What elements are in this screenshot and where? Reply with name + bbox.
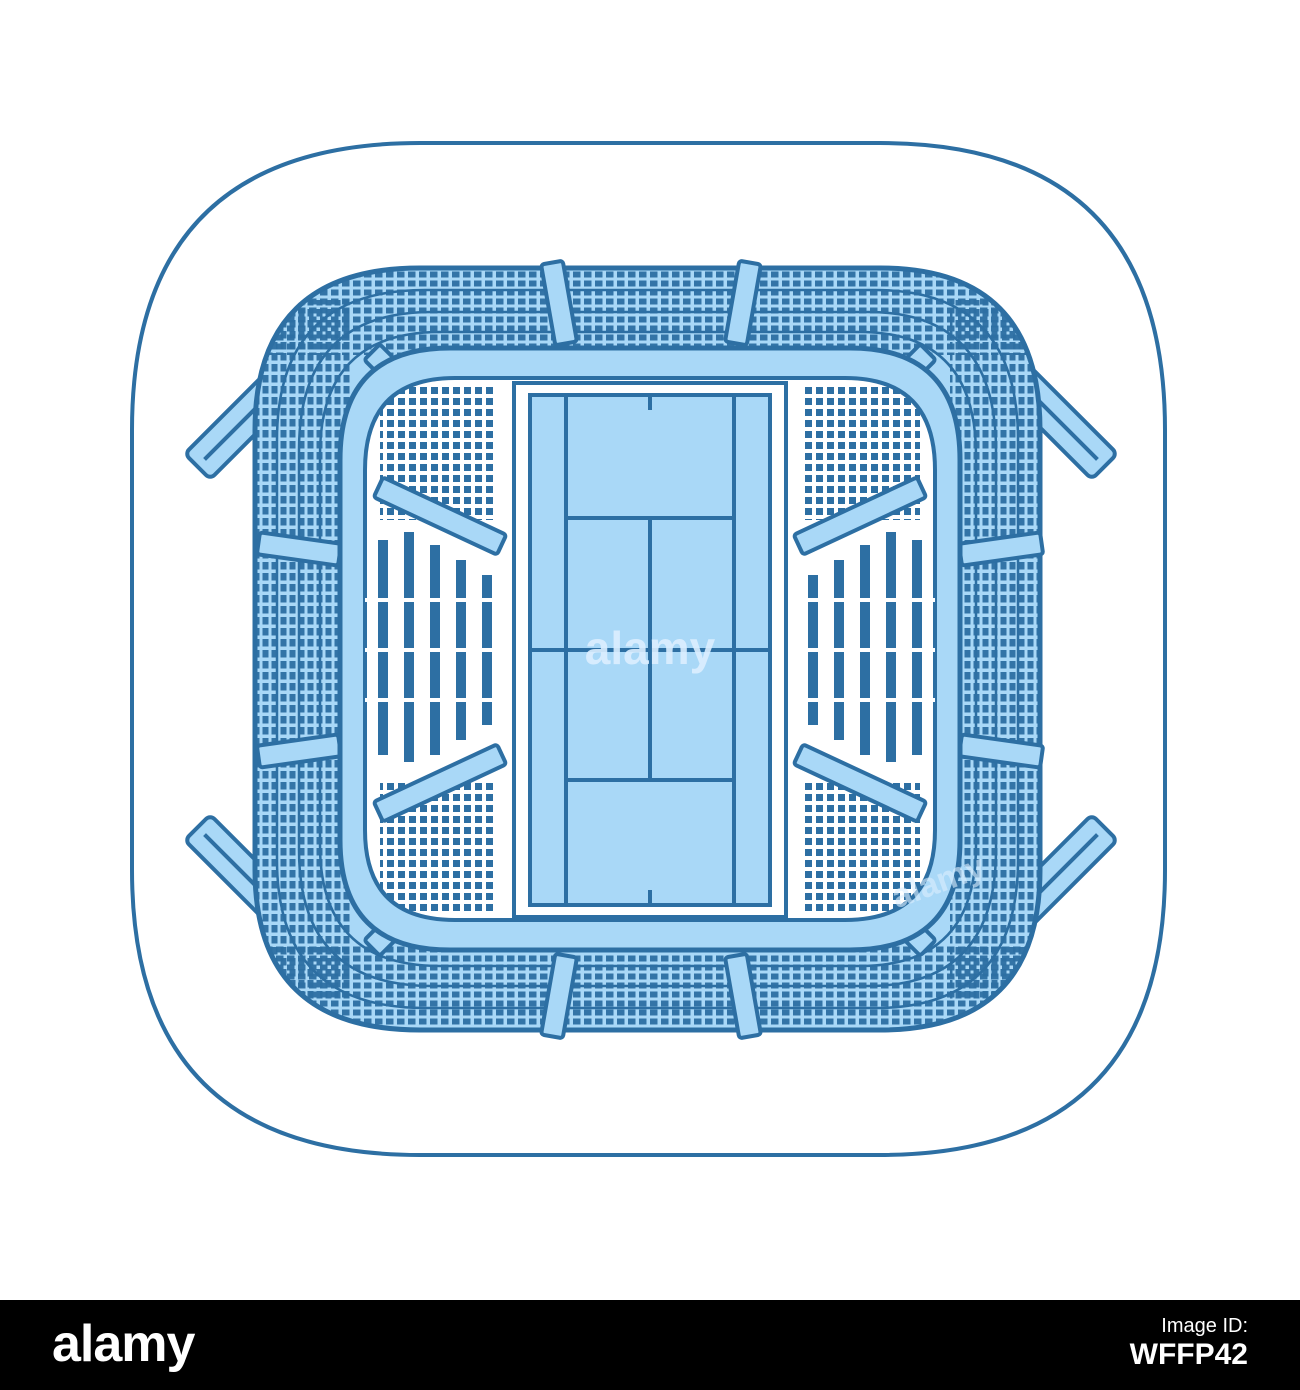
footer-bar: alamy Image ID: WFFP42 [0,1300,1300,1390]
watermark-center: alamy [585,622,716,674]
brand-logo[interactable]: alamy [52,1315,195,1373]
lower-aisle-dividers [372,476,928,823]
image-id: WFFP42 [1129,1338,1248,1371]
tennis-stadium-illustration: alamy alamy [130,141,1167,1157]
image-id-label: Image ID: [1161,1315,1248,1337]
image-id-block: Image ID: WFFP42 [1130,1314,1248,1372]
upper-tier-seats [255,268,1040,1030]
tennis-court [528,393,772,907]
